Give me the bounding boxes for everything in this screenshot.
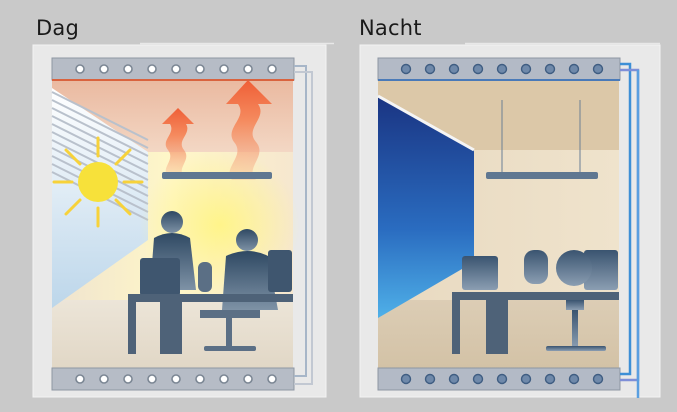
sun-icon: [52, 136, 144, 228]
day-panel: Dag: [32, 16, 334, 398]
monitor-icon: [462, 250, 618, 290]
bottom-beam: [51, 367, 295, 391]
top-beam: [51, 57, 295, 81]
day-title: Dag: [36, 16, 79, 40]
day-illustration: [32, 42, 334, 398]
chair-icon: [198, 262, 260, 351]
night-illustration: [359, 42, 661, 398]
heat-arrow-icon: [226, 80, 272, 180]
desk: [452, 292, 619, 354]
pipes: [620, 62, 640, 398]
night-title: Nacht: [359, 16, 422, 40]
chair-icon: [524, 250, 606, 351]
lamp-icon: [162, 172, 272, 179]
top-beam: [377, 57, 621, 81]
desk: [128, 294, 293, 354]
heat-arrow-icon: [162, 108, 194, 176]
pipes: [294, 65, 313, 385]
night-panel: Nacht: [340, 0, 677, 412]
bottom-beam: [377, 367, 621, 391]
monitor-icon: [140, 250, 292, 296]
lamp-icon: [486, 100, 598, 179]
